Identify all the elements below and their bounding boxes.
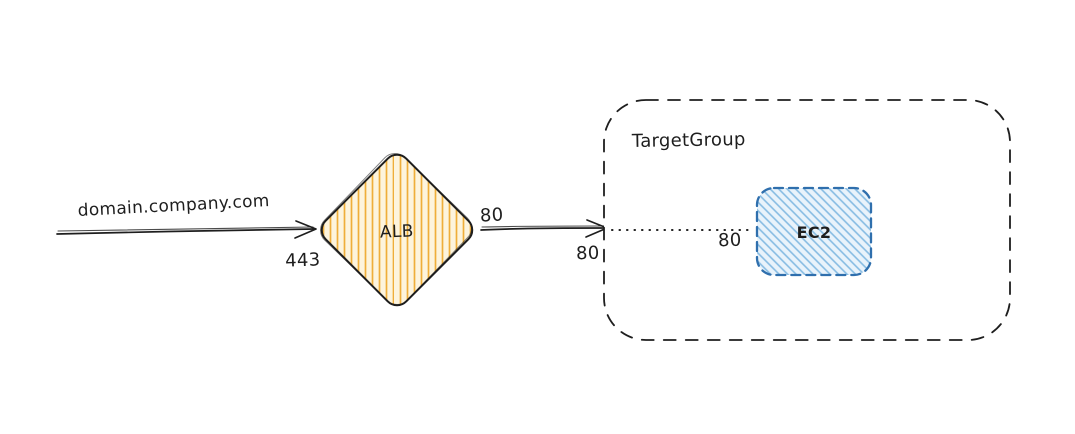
ingress-arrow-line [56,228,315,235]
targetgroup-container: TargetGroup 80 EC2 [603,99,1011,341]
ingress-arrow-line-sketch [57,226,314,232]
alb-to-targetgroup-arrow-line-sketch [481,225,605,228]
ec2-label: EC2 [797,223,832,242]
targetgroup-in-port-80-label: 80 [576,243,600,265]
ingress-port-443-label: 443 [285,249,321,271]
ec2-in-port-80-label: 80 [718,230,742,252]
alb-out-port-80-label: 80 [479,204,504,226]
alb-to-targetgroup-arrow-line [480,227,606,231]
alb-label: ALB [380,221,414,242]
ingress-arrow [56,220,317,239]
ingress-arrowhead-icon [294,220,317,239]
alb-diamond-sketch-outline [319,152,473,306]
targetgroup-label: TargetGroup [631,129,746,152]
source-domain-label: domain.company.com [77,191,270,221]
alb-node: ALB [319,152,474,307]
ec2-node: EC2 [755,186,873,277]
ec2-box [755,186,873,277]
